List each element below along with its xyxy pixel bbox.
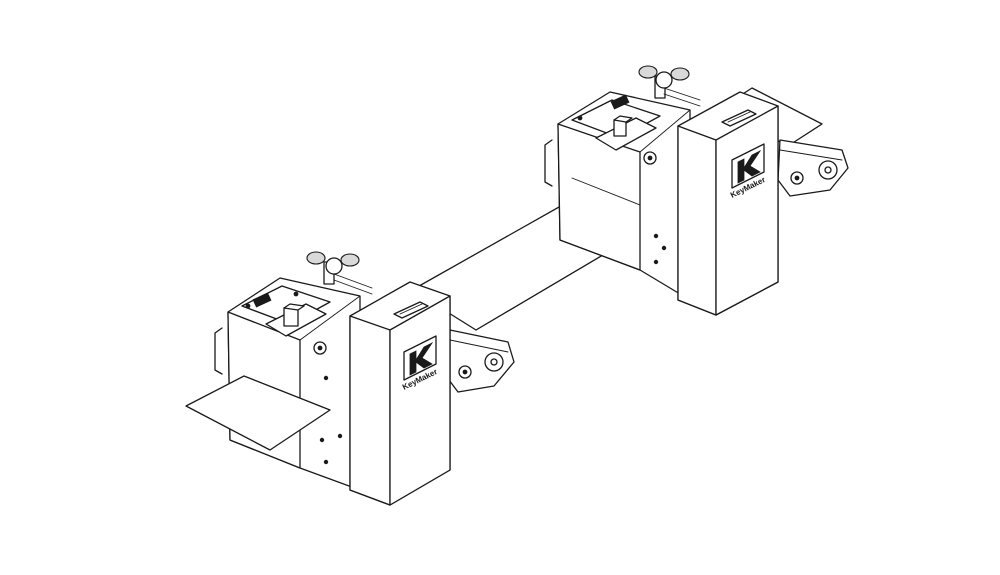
left-unit-knob: [306, 251, 373, 295]
output-sheet: [185, 375, 331, 451]
left-unit-bracket: [445, 329, 515, 393]
right-unit: KeyMaker: [544, 65, 849, 316]
right-unit-bracket: [777, 139, 849, 197]
right-unit-top: [571, 94, 661, 165]
k-logo-icon: [403, 335, 437, 381]
left-unit: KeyMaker: [185, 251, 515, 506]
k-logo-icon: [731, 143, 765, 189]
right-unit-knob: [638, 65, 701, 107]
left-unit-top: [241, 285, 331, 355]
